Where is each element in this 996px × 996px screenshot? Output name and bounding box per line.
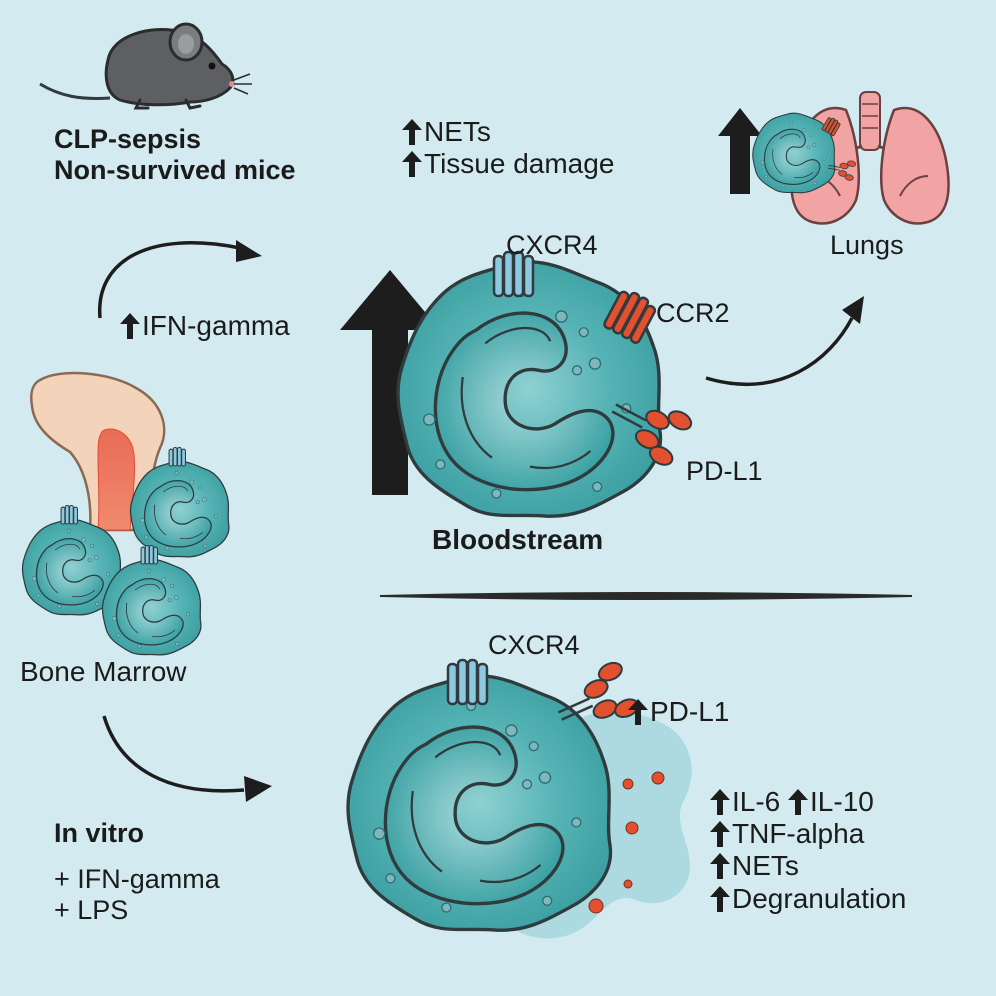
curved-arrow-bone-to-blood (98, 240, 262, 319)
sepsis-title-line2: Non-survived mice (54, 155, 296, 186)
in-vitro-pdl1-label: PD-L1 (650, 696, 730, 727)
section-divider (379, 592, 913, 600)
effect-il10-label: IL-10 (810, 786, 874, 817)
in-vitro-pdl1-effect: PD-L1 (628, 696, 729, 728)
effect-tnf: TNF-alpha (710, 818, 906, 850)
in-vitro-effects-list: IL-6 IL-10 TNF-alpha NETs Degranulation (710, 786, 906, 915)
bloodstream-ccr2-label: CCR2 (656, 298, 730, 328)
in-vitro-title: In vitro (54, 818, 145, 848)
in-vitro-conditions: + IFN-gamma + LPS (54, 864, 220, 926)
condition-ifn-gamma: + IFN-gamma (54, 864, 220, 894)
up-arrow-icon (120, 313, 140, 339)
effect-nets-label: NETs (424, 116, 491, 147)
sepsis-title: CLP-sepsis Non-survived mice (54, 124, 296, 186)
in-vitro-cxcr4-receptor (446, 658, 489, 706)
up-arrow-icon (710, 821, 730, 848)
up-arrow-icon (710, 853, 730, 880)
up-arrow-icon (788, 789, 809, 815)
up-arrow-icon (710, 789, 730, 815)
ifn-gamma-label: IFN-gamma (142, 310, 290, 341)
effect-il6-label: IL-6 (732, 786, 781, 817)
effect-degranulation: Degranulation (710, 883, 906, 915)
sepsis-title-line1: CLP-sepsis (54, 124, 202, 154)
up-arrow-icon (710, 885, 730, 912)
lungs-illustration (790, 91, 950, 225)
effect-interleukins: IL-6 IL-10 (710, 786, 906, 818)
lungs-label: Lungs (830, 230, 904, 260)
top-effects-list: NETs Tissue damage (402, 116, 614, 180)
lungs-up-arrow (718, 108, 762, 194)
effect-degranulation-label: Degranulation (732, 882, 907, 914)
curved-arrow-bone-to-invitro (102, 715, 272, 802)
mouse-illustration (39, 22, 252, 110)
ifn-gamma-effect: IFN-gamma (120, 310, 290, 342)
large-up-arrow (340, 270, 440, 495)
up-arrow-icon (628, 699, 648, 725)
effect-in-vitro-nets: NETs (710, 850, 906, 882)
effect-in-vitro-nets-label: NETs (732, 850, 799, 882)
in-vitro-cxcr4-label: CXCR4 (488, 630, 580, 660)
effect-tnf-label: TNF-alpha (732, 818, 865, 850)
effect-tissue-damage-label: Tissue damage (424, 148, 615, 180)
bloodstream-cxcr4-label: CXCR4 (506, 230, 598, 260)
bone-marrow-label: Bone Marrow (20, 656, 187, 687)
up-arrow-icon (402, 119, 422, 145)
bloodstream-label: Bloodstream (432, 524, 604, 555)
effect-tissue-damage: Tissue damage (402, 148, 614, 180)
curved-arrow-blood-to-lungs (705, 296, 864, 386)
in-vitro-neutrophil (346, 674, 613, 932)
bloodstream-pdl1-label: PD-L1 (686, 456, 763, 486)
up-arrow-icon (402, 151, 422, 178)
condition-lps: + LPS (54, 895, 129, 926)
effect-nets: NETs (402, 116, 614, 148)
